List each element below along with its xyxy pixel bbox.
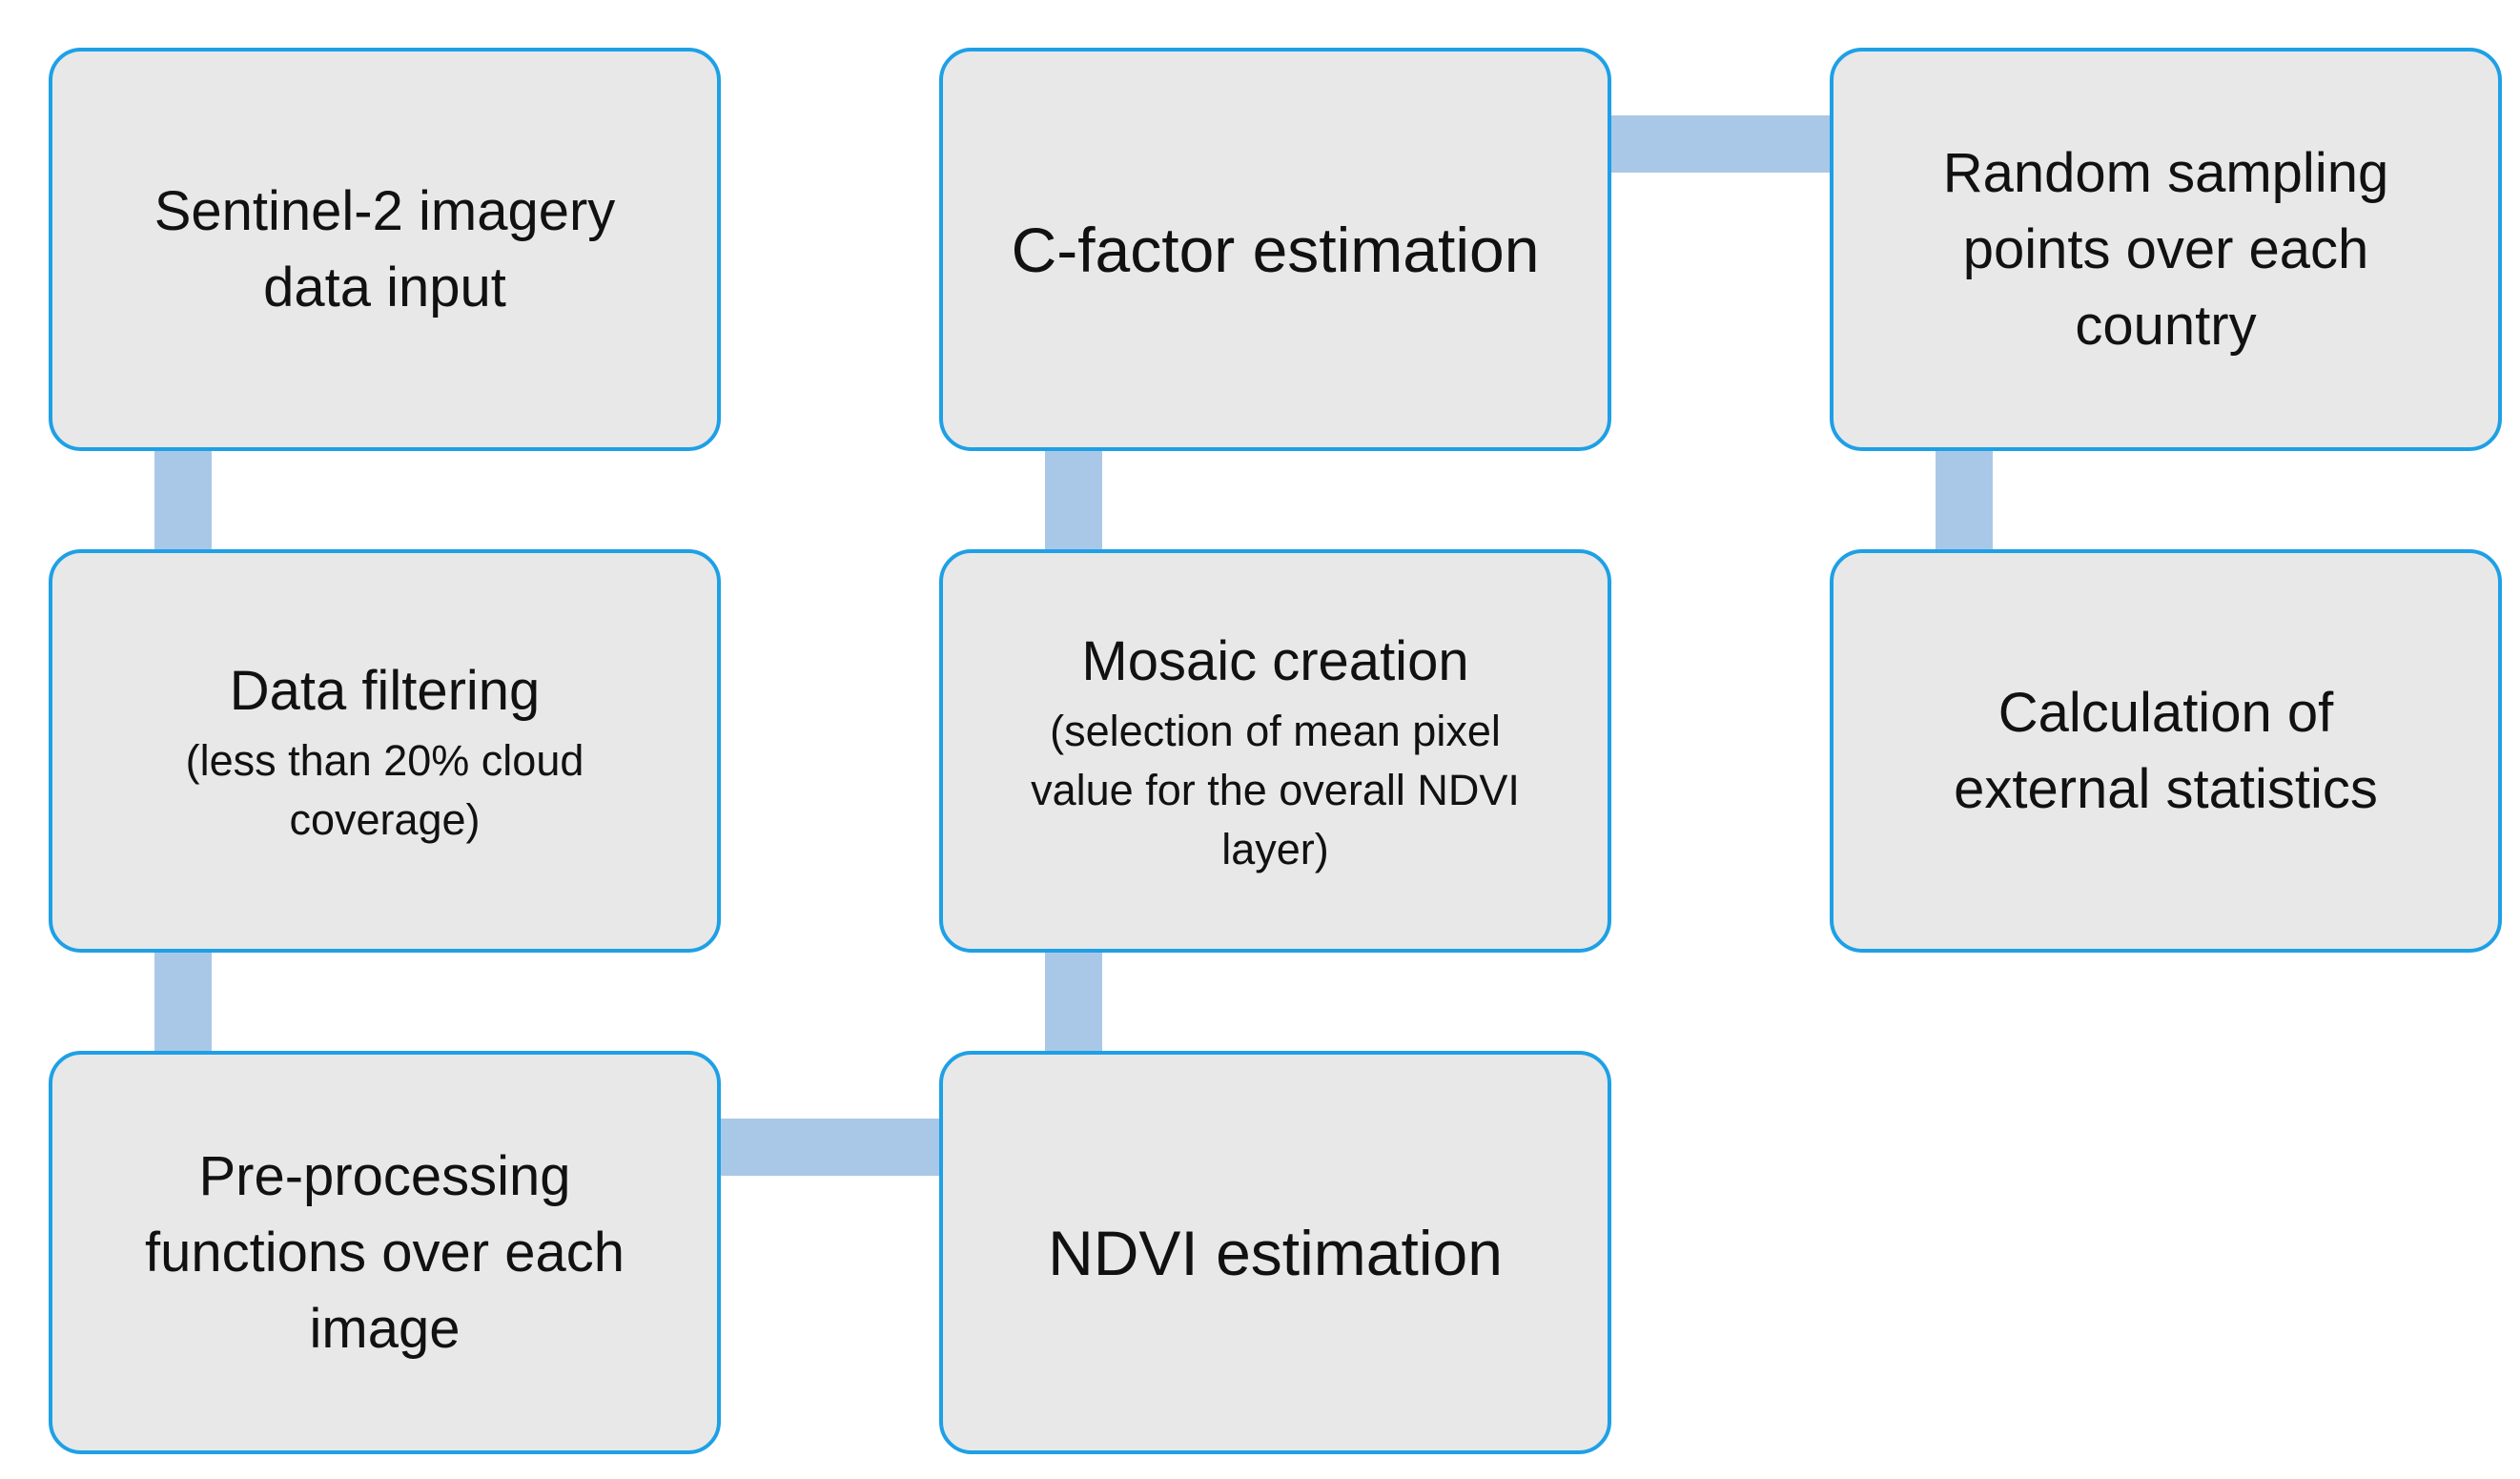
step-title: Calculation of external statistics: [1954, 681, 2378, 820]
step-data-filtering: Data filtering (less than 20% cloud cove…: [49, 549, 721, 953]
step-title: Sentinel-2 imagery data input: [154, 179, 616, 318]
step-note: (less than 20% cloud coverage): [185, 735, 584, 844]
connector-filtering-to-preprocessing: [154, 950, 212, 1055]
connector-preprocessing-to-ndvi: [717, 1119, 943, 1176]
step-title: C-factor estimation: [1011, 214, 1540, 285]
step-title: Data filtering: [229, 659, 541, 722]
connector-ndvi-to-mosaic: [1045, 950, 1102, 1055]
step-preprocessing: Pre-processing functions over each image: [49, 1051, 721, 1454]
step-random-sampling: Random sampling points over each country: [1830, 48, 2502, 451]
step-title: NDVI estimation: [1048, 1217, 1503, 1288]
step-title: Mosaic creation: [1081, 629, 1469, 692]
step-mosaic-creation: Mosaic creation (selection of mean pixel…: [939, 549, 1611, 953]
step-title: Pre-processing functions over each image: [145, 1144, 625, 1360]
connector-random-sampling-to-statistics: [1936, 448, 1993, 553]
connector-mosaic-to-cfactor: [1045, 448, 1102, 553]
step-ndvi-estimation: NDVI estimation: [939, 1051, 1611, 1454]
step-note: (selection of mean pixel value for the o…: [1031, 706, 1520, 873]
step-sentinel-input: Sentinel-2 imagery data input: [49, 48, 721, 451]
step-external-statistics: Calculation of external statistics: [1830, 549, 2502, 953]
connector-sentinel-to-filtering: [154, 448, 212, 553]
step-title: Random sampling points over each country: [1942, 141, 2389, 357]
step-c-factor-estimation: C-factor estimation: [939, 48, 1611, 451]
connector-cfactor-to-random-sampling: [1608, 115, 1834, 173]
